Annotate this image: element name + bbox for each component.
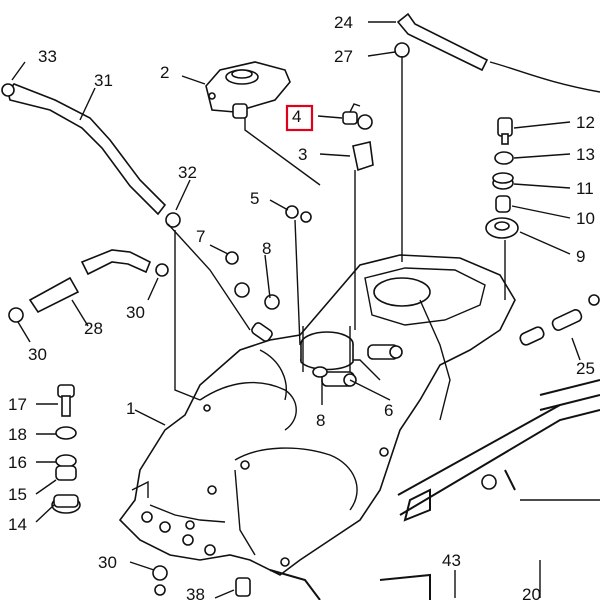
label-7: 7	[196, 227, 205, 246]
label-9: 9	[576, 247, 585, 266]
tank-fitting	[300, 326, 403, 387]
label-32: 32	[178, 163, 197, 182]
breather-hose	[394, 12, 600, 262]
fuel-cap	[205, 61, 321, 186]
label-3: 3	[298, 145, 307, 164]
part-3-bracket	[352, 141, 374, 330]
label-43: 43	[442, 551, 461, 570]
hose-31	[1, 83, 167, 216]
label-25: 25	[576, 359, 595, 378]
label-31: 31	[94, 71, 113, 90]
part-4-fitting	[342, 103, 373, 130]
fuel-tank	[118, 254, 516, 576]
label-33: 33	[38, 47, 57, 66]
label-13: 13	[576, 145, 595, 164]
spacers-25	[519, 294, 600, 346]
label-5: 5	[250, 189, 259, 208]
label-14: 14	[8, 515, 27, 534]
label-30-left: 30	[28, 345, 47, 364]
label-16: 16	[8, 453, 27, 472]
bottom-fittings	[152, 565, 251, 597]
label-12: 12	[576, 113, 595, 132]
leader-lines	[11, 21, 581, 599]
label-8-upper: 8	[262, 239, 271, 258]
label-11: 11	[576, 179, 594, 198]
label-38: 38	[186, 585, 205, 600]
hardware-left	[51, 384, 81, 514]
label-2: 2	[160, 63, 169, 82]
label-30-bottom: 30	[98, 553, 117, 572]
clip-32	[165, 212, 251, 331]
highlight-box-label-4	[285, 104, 314, 132]
label-24: 24	[334, 13, 353, 32]
label-10: 10	[576, 209, 595, 228]
label-1: 1	[126, 399, 135, 418]
label-28: 28	[84, 319, 103, 338]
frame	[269, 379, 600, 600]
label-30-mid: 30	[126, 303, 145, 322]
label-8-lower: 8	[316, 411, 325, 430]
hardware-right	[485, 117, 519, 300]
part-labels: 33 31 2 32 5 7 8 3 4 24 27 12 13 11 10 9…	[8, 13, 595, 600]
label-18: 18	[8, 425, 27, 444]
label-17: 17	[8, 395, 27, 414]
label-6: 6	[384, 401, 393, 420]
hose-28	[8, 249, 169, 323]
label-15: 15	[8, 485, 27, 504]
label-27: 27	[334, 47, 353, 66]
label-4: 4	[292, 107, 301, 126]
label-20: 20	[522, 585, 541, 600]
fasteners-upper	[225, 205, 312, 346]
